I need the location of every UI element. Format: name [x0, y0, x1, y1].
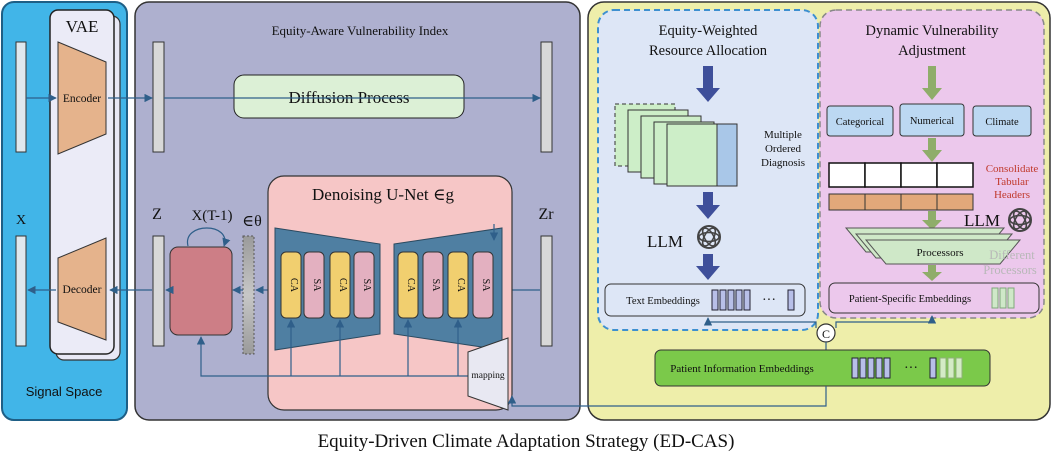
- consolidate-line1: Consolidate: [986, 163, 1039, 175]
- patient-specific-box: [828, 282, 1040, 314]
- vae-title: VAE: [66, 17, 99, 36]
- llm-logo-icon: [1008, 208, 1032, 232]
- processors-stack: [844, 227, 1022, 265]
- xt1-label: X(T-1): [191, 208, 232, 224]
- text-embeddings-label: Text Embeddings: [626, 296, 700, 307]
- sa-block: SA: [353, 251, 375, 319]
- dva-title-line2: Adjustment: [898, 43, 966, 59]
- categorical-label: Categorical: [836, 117, 884, 128]
- ordered-label: Ordered: [765, 143, 802, 155]
- mapping-label: mapping: [471, 371, 504, 381]
- signal-bar-top: [15, 41, 27, 153]
- down-arrow-icon: [696, 66, 720, 102]
- different-line1: Different: [989, 248, 1035, 262]
- svg-text:CA: CA: [455, 278, 466, 293]
- llm-label: LLM: [647, 232, 683, 251]
- x-label: X: [16, 213, 26, 228]
- svg-text:CA: CA: [288, 278, 299, 293]
- svg-text:SA: SA: [430, 279, 441, 293]
- multiple-label: Multiple: [764, 129, 802, 141]
- patient-info-ellipsis: ···: [904, 361, 918, 376]
- zr-label: Zr: [538, 206, 554, 223]
- sa-block: SA: [422, 251, 444, 319]
- embedding-tokens: [711, 289, 795, 311]
- decoder-shape: [57, 237, 107, 341]
- ca-block: CA: [329, 251, 351, 319]
- down-arrow-icon: [922, 138, 942, 162]
- patient-info-tokens: [851, 357, 963, 379]
- down-arrow-icon: [922, 66, 942, 100]
- z-bar: [152, 235, 165, 347]
- evi-title: Equity-Aware Vulnerability Index: [272, 23, 449, 38]
- svg-text:CA: CA: [405, 278, 416, 293]
- diffusion-process-box: [233, 74, 465, 119]
- patient-specific-label: Patient-Specific Embeddings: [849, 294, 971, 305]
- dva-llm-label: LLM: [964, 211, 1000, 230]
- sa-block: SA: [303, 251, 325, 319]
- noise-bar: [242, 235, 255, 355]
- down-arrow-icon: [696, 254, 720, 280]
- processors-label: Processors: [916, 247, 963, 259]
- numerical-label: Numerical: [910, 116, 954, 127]
- patient-info-box: [654, 349, 991, 387]
- encoder-label: Encoder: [63, 93, 101, 105]
- latent-bar-left: [152, 41, 165, 153]
- xt1-block: [169, 246, 233, 336]
- categorical-box: [826, 105, 894, 137]
- patient-info-label: Patient Information Embeddings: [670, 363, 814, 375]
- signal-space-label: Signal Space: [26, 384, 103, 399]
- down-arrow-icon: [922, 211, 942, 230]
- signal-space-panel: Signal Space X VAE Encoder Decoder: [1, 1, 128, 421]
- ca-block: CA: [447, 251, 469, 319]
- unet-box: [267, 175, 513, 411]
- climate-box: [972, 105, 1032, 137]
- ewra-title-line1: Equity-Weighted: [659, 23, 758, 39]
- unet-title: Denoising U-Net ∈g: [312, 185, 454, 204]
- svg-text:CA: CA: [337, 278, 348, 293]
- consolidate-line3: Headers: [994, 189, 1030, 201]
- svg-text:SA: SA: [311, 279, 322, 293]
- zr-bar: [540, 235, 553, 347]
- figure-caption: Equity-Driven Climate Adaptation Strateg…: [318, 431, 735, 452]
- eps-theta-label: ∈θ: [242, 213, 262, 230]
- signal-bar-bottom: [15, 235, 27, 347]
- encoder-shape: [57, 41, 107, 155]
- ewra-title-line2: Resource Allocation: [649, 43, 768, 59]
- right-panel: Equity-Weighted Resource Allocation Mult…: [507, 1, 1051, 421]
- svg-text:SA: SA: [480, 279, 491, 293]
- down-arrow-icon: [696, 192, 720, 219]
- llm-logo-icon: [697, 225, 721, 249]
- text-embeddings-box: [604, 283, 806, 317]
- diagnosis-label: Diagnosis: [761, 157, 805, 169]
- z-label: Z: [152, 206, 162, 223]
- climate-label: Climate: [985, 117, 1019, 128]
- sa-block: SA: [472, 251, 494, 319]
- patient-specific-tokens: [991, 287, 1015, 309]
- ca-block: CA: [397, 251, 419, 319]
- ellipsis: ···: [762, 293, 776, 308]
- svg-text:SA: SA: [361, 279, 372, 293]
- down-arrow-icon: [922, 265, 942, 281]
- mapping-block: [467, 337, 509, 411]
- decoder-label: Decoder: [63, 284, 102, 296]
- diagnosis-stack: [614, 103, 738, 187]
- evi-panel: Equity-Aware Vulnerability Index Diffusi…: [108, 1, 581, 421]
- tabular-value-row: [828, 193, 974, 211]
- ca-block: CA: [280, 251, 302, 319]
- different-line2: Processors: [983, 263, 1037, 277]
- consolidate-line2: Tabular: [995, 176, 1029, 188]
- latent-bar-right: [540, 41, 553, 153]
- tabular-header-row: [828, 162, 974, 188]
- dva-title-line1: Dynamic Vulnerability: [866, 23, 1000, 39]
- concat-label: C: [822, 327, 830, 341]
- numerical-box: [899, 103, 965, 137]
